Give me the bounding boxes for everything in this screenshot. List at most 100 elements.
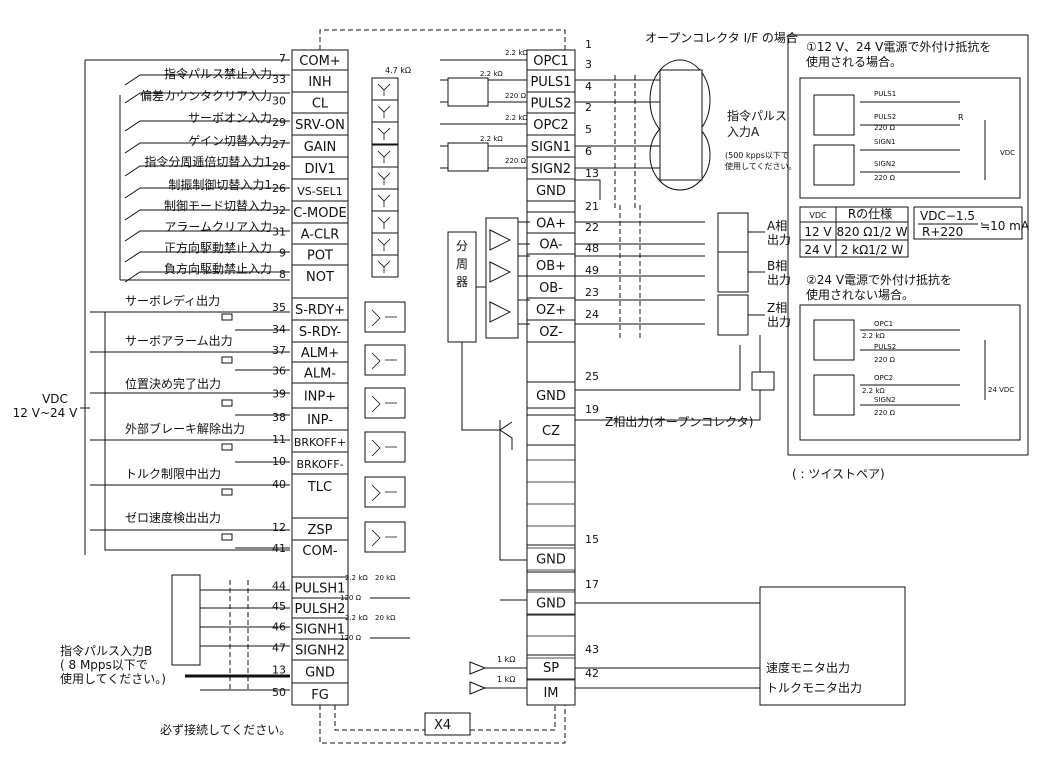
- output-optocouplers: [221, 301, 406, 553]
- pin-number: 50: [272, 686, 286, 699]
- open-collector-note: オープンコレクタ I/F の場合: [645, 30, 798, 45]
- inset-resistor: 220 Ω: [874, 409, 896, 417]
- terminal-s-rdy-: S-RDY-: [299, 325, 342, 340]
- formula-denominator: R+220: [922, 225, 963, 239]
- pulse-input-b-note: ( 8 Mpps以下で: [60, 658, 148, 672]
- pin-number: 12: [272, 521, 286, 534]
- terminal-not: NOT: [306, 270, 334, 285]
- transistor-icon: [371, 352, 397, 370]
- resistor-value: 220 Ω: [505, 92, 527, 100]
- pin-number: 24: [585, 308, 599, 321]
- pin-number: 37: [272, 344, 286, 357]
- inset-panel: [787, 34, 1029, 456]
- resistor-value: 120 Ω: [340, 594, 362, 602]
- annotation-texts: 指令パルス禁止入力偏差カウンタクリア入力サーボオン入力ゲイン切替入力指令分周逓倍…: [13, 30, 1030, 737]
- pin-number: 25: [585, 370, 599, 383]
- right-block-frame: [526, 49, 576, 706]
- terminal-pulsh1: PULSH1: [295, 582, 346, 597]
- vdc-label: VDC: [42, 392, 68, 406]
- terminal-gnd: GND: [536, 184, 566, 199]
- terminal-cl: CL: [312, 97, 329, 112]
- resistor-value: 2.2 kΩ: [345, 614, 368, 622]
- table-cell: 820 Ω1/2 W: [837, 225, 908, 239]
- transistor-icon: [371, 395, 397, 413]
- terminal-opc1: OPC1: [533, 54, 568, 69]
- input-wiring: [80, 59, 290, 555]
- terminal-fg: FG: [311, 688, 329, 703]
- resistor-value: 2.2 kΩ: [480, 135, 503, 143]
- resistor-value: 20 kΩ: [375, 614, 396, 622]
- terminal-srv-on: SRV-ON: [295, 118, 345, 133]
- inset-terminal: PULS2: [874, 343, 896, 351]
- terminal-inp-: INP+: [304, 390, 336, 405]
- terminal-ob-: OB+: [536, 259, 566, 274]
- formula-result: ≒10 mA: [980, 219, 1030, 233]
- terminal-inh: INH: [308, 75, 331, 90]
- table-cell: 12 V: [804, 225, 832, 239]
- terminal-tlc: TLC: [307, 480, 332, 495]
- pin-number: 13: [272, 664, 286, 677]
- b-phase-output: B相: [767, 259, 787, 273]
- diode-icon: [377, 216, 391, 229]
- terminal-a-clr: A-CLR: [301, 228, 340, 243]
- diode-icon: [377, 150, 391, 163]
- output-signal-label: サーボアラーム出力: [125, 334, 233, 348]
- terminal-inp-: INP-: [307, 413, 333, 428]
- resistor-icon: [221, 399, 233, 407]
- terminal-signh1: SIGNH1: [295, 623, 345, 638]
- torque-monitor-output: トルクモニタ出力: [766, 681, 862, 695]
- pin-number: 9: [279, 247, 286, 260]
- terminal-alm-: ALM-: [304, 367, 336, 382]
- terminal-oa-: OA-: [539, 238, 563, 253]
- terminal-alm-: ALM+: [301, 346, 339, 361]
- resistor-value: 120 Ω: [340, 634, 362, 642]
- terminal-s-rdy-: S-RDY+: [295, 303, 345, 318]
- inset-vdc: VDC: [1000, 149, 1015, 157]
- input-signal-label: サーボオン入力: [188, 111, 272, 125]
- pulse-input-a-label: 入力A: [727, 125, 760, 139]
- pin-number: 43: [585, 643, 599, 656]
- terminal-gnd: GND: [536, 389, 566, 404]
- b-phase-output: 出力: [767, 273, 791, 287]
- inset-24vdc: 24 VDC: [988, 386, 1014, 394]
- terminal-oa-: OA+: [536, 217, 566, 232]
- twisted-pair-legend: ( : ツイストペア): [792, 467, 885, 481]
- resistor-value: 2.2 kΩ: [505, 114, 528, 122]
- terminal-sign2: SIGN2: [531, 162, 571, 177]
- terminal-oz-: OZ+: [536, 303, 566, 318]
- resistor-icon: [221, 488, 233, 496]
- pin-number: 23: [585, 286, 599, 299]
- pin-number: 7: [279, 52, 286, 65]
- transistor-icon: [371, 529, 397, 547]
- pin-number: 31: [272, 226, 286, 239]
- terminal-c-mode: C-MODE: [293, 206, 346, 221]
- terminal-com-: COM+: [299, 54, 340, 69]
- input-signal-label: 偏差カウンタクリア入力: [140, 88, 272, 103]
- transistor-icon: [371, 309, 397, 327]
- divider-label: 分: [456, 239, 468, 253]
- formula-numerator: VDC−1.5: [920, 209, 975, 223]
- inset-terminal: OPC1: [874, 320, 893, 328]
- terminal-sp: SP: [543, 661, 559, 676]
- pin-number: 1: [585, 38, 592, 51]
- inset-resistor: 2.2 kΩ: [862, 387, 885, 395]
- diode-icon: [377, 105, 391, 118]
- pin-number: 27: [272, 138, 286, 151]
- inset-terminal: OPC2: [874, 374, 893, 382]
- inset-resistor: 220 Ω: [874, 356, 896, 364]
- terminal-zsp: ZSP: [308, 523, 333, 538]
- output-signal-label: ゼロ速度検出出力: [125, 510, 221, 525]
- resistor-icon: [221, 533, 233, 541]
- inset-terminal: SIGN1: [874, 138, 896, 146]
- terminal-gnd: GND: [305, 666, 335, 681]
- resistor-value: 2.2 kΩ: [480, 70, 503, 78]
- pin-number: 4: [585, 80, 592, 93]
- inset-resistor-label: R: [958, 113, 964, 122]
- terminal-signh2: SIGNH2: [295, 644, 345, 659]
- pin-number: 15: [585, 533, 599, 546]
- resistor-value: 1 kΩ: [497, 675, 515, 684]
- inset-terminal: PULS1: [874, 90, 896, 98]
- table-cell: 24 V: [804, 243, 832, 257]
- terminal-vs-sel1: VS-SEL1: [297, 185, 343, 198]
